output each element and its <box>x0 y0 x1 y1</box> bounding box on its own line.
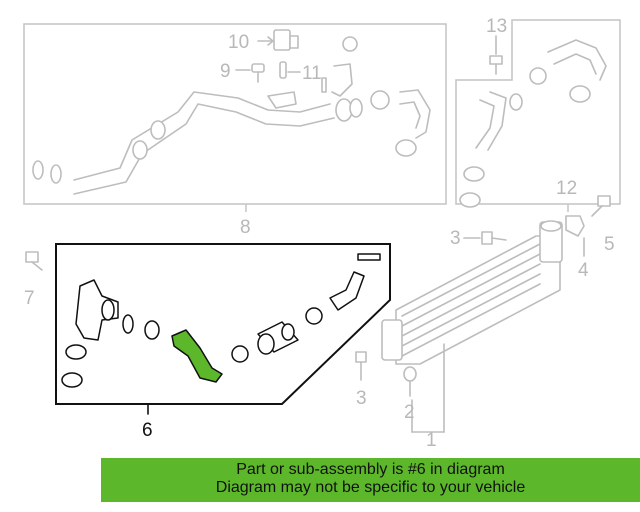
callout-7[interactable]: 7 <box>24 288 35 309</box>
hose-assembly-6-parts <box>61 253 381 388</box>
clip-11: 11 <box>279 61 327 93</box>
bracket-4: 4 <box>565 215 589 281</box>
bolt-9: 9 <box>220 61 265 83</box>
bolt-3-lower: 3 <box>355 351 367 409</box>
sensor-10: 10 <box>228 29 299 53</box>
callout-4[interactable]: 4 <box>578 260 589 281</box>
callout-13[interactable]: 13 <box>486 16 507 37</box>
callout-1[interactable]: 1 <box>426 430 437 451</box>
bolt-7: 7 <box>24 251 43 309</box>
callout-12[interactable]: 12 <box>556 178 577 199</box>
callout-8[interactable]: 8 <box>240 217 251 238</box>
highlighted-hose-6[interactable] <box>171 329 223 383</box>
bolt-13: 13 <box>486 16 507 75</box>
assembly-box-6[interactable]: 6 <box>55 243 391 441</box>
assembly-box-12: 12 <box>455 19 621 212</box>
callout-9[interactable]: 9 <box>220 61 231 82</box>
intercooler-1: 1 <box>381 220 563 451</box>
washer-2: 2 <box>403 366 417 423</box>
callout-3a[interactable]: 3 <box>450 228 461 249</box>
banner-line-1: Part or sub-assembly is #6 in diagram <box>236 461 505 478</box>
bolt-3-upper: 3 <box>450 228 507 249</box>
banner-line-2: Diagram may not be specific to your vehi… <box>215 479 526 496</box>
callout-6[interactable]: 6 <box>142 420 153 441</box>
callout-11[interactable]: 11 <box>302 63 322 84</box>
callout-2[interactable]: 2 <box>404 402 415 423</box>
tube-assembly-12 <box>459 39 607 208</box>
callout-10[interactable]: 10 <box>228 32 249 53</box>
callout-5[interactable]: 5 <box>604 234 615 255</box>
info-banner: Part or sub-assembly is #6 in diagram Di… <box>101 458 640 502</box>
assembly-box-8: 8 <box>23 23 447 238</box>
bolt-5: 5 <box>591 195 615 255</box>
tube-assembly-8 <box>32 36 431 195</box>
callout-3b[interactable]: 3 <box>356 388 367 409</box>
